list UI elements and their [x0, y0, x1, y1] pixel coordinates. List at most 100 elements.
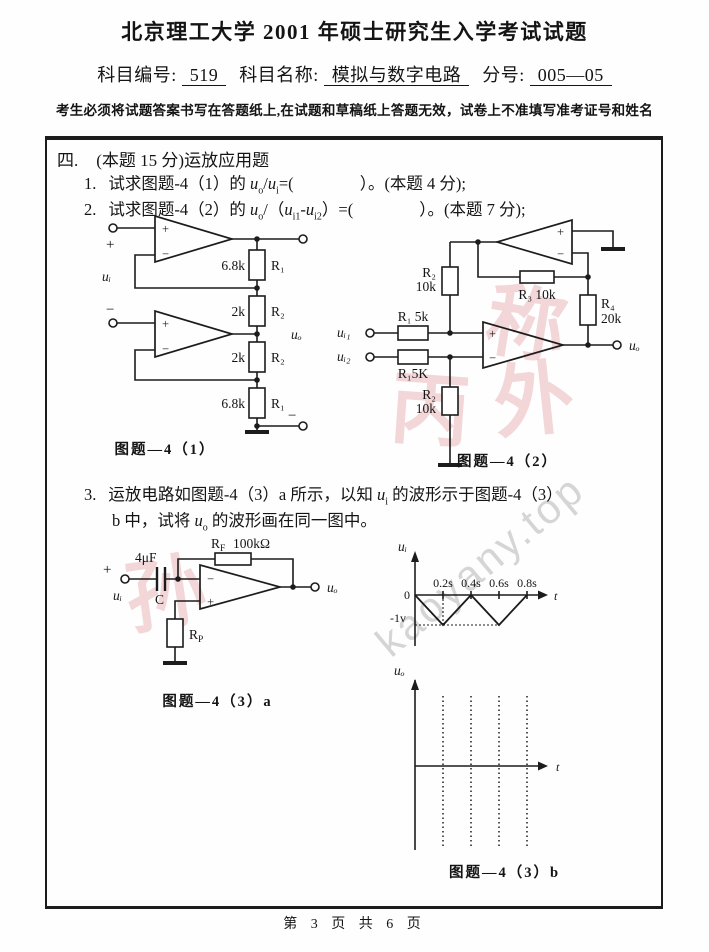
- resistor-r3: R₃ 10k: [518, 270, 556, 302]
- figure-4-2-circuit: + − + − R₂ 10k R₃ 10k R₄ 20k R₁ 5k R₁5: [337, 218, 640, 467]
- figure-4-3b-caption: 图题—4（3）b: [448, 865, 561, 881]
- tick-label: 0.6s: [489, 576, 509, 590]
- opamp-minus-input: −: [162, 247, 169, 261]
- resistor-name: R₁: [271, 258, 285, 273]
- node: [585, 342, 591, 348]
- resistor-r2-lower: 2k R₂: [232, 341, 285, 373]
- subject-name-label: 科目名称:: [239, 65, 319, 85]
- var-sub: o: [202, 522, 208, 534]
- input-polarity-plus: +: [106, 237, 114, 253]
- resistor-name: R₄: [601, 296, 615, 311]
- resistor-r1-bottom: 6.8k R₁: [221, 387, 285, 419]
- question-3-text: 的波形示于图题-4（3）: [387, 485, 563, 504]
- opamp-plus-input: +: [489, 327, 496, 341]
- tick-label: 0.2s: [433, 576, 453, 590]
- question-2: 2.试求图题-4（2）的 uo/（ui1-ui2）=( ）。(本题 7 分);: [84, 196, 526, 222]
- subject-no-value: 519: [181, 65, 227, 86]
- op-amp: − +: [199, 563, 284, 611]
- output-terminal-top: [298, 234, 308, 244]
- minus-1v-label: -1v: [390, 611, 406, 625]
- question-1-text: =(: [278, 174, 294, 193]
- resistor-r1-top: 6.8k R₁: [221, 249, 285, 281]
- exam-notice: 考生必须将试题答案书写在答题纸上,在试题和草稿纸上答题无效，试卷上不准填写准考证…: [55, 103, 654, 118]
- subject-no-label: 科目编号:: [97, 65, 177, 85]
- subject-line: 科目编号: 519 科目名称: 模拟与数字电路 分号: 005—05: [0, 61, 709, 87]
- resistor-name: R₁: [271, 396, 285, 411]
- question-2-text: -: [300, 200, 306, 219]
- figure-4-3a-circuit: 4μF C − + R F 100kΩ R P + uᵢ uₒ: [103, 536, 338, 665]
- resistor-value: 100kΩ: [233, 536, 270, 551]
- question-2-text: ）。(本题 7 分);: [419, 200, 526, 219]
- ground-symbol: [163, 661, 187, 665]
- ui-waveform-plot: 0.2s 0.4s 0.6s 0.8s uᵢ t 0 -1v: [390, 539, 558, 646]
- output-terminal-bottom: [298, 421, 308, 431]
- question-3-line-1: 3.运放电路如图题-4（3）a 所示，以知 ui 的波形示于图题-4（3）: [84, 481, 563, 507]
- resistor-name: R: [189, 627, 198, 642]
- resistor-label: R₃ 10k: [518, 287, 556, 302]
- question-2-text: ）=(: [321, 200, 354, 219]
- node: [447, 330, 453, 336]
- resistor-name: R₂: [422, 387, 436, 402]
- question-3-text: 的波形画在同一图中。: [207, 511, 377, 530]
- var-u: u: [267, 174, 277, 193]
- section-title: (本题 15 分)运放应用题: [96, 151, 270, 170]
- uo-t-axis-arrow: [538, 761, 548, 771]
- t-axis-label: t: [554, 589, 558, 603]
- ui1-label: uᵢ₁: [337, 325, 351, 340]
- section-heading: 四.(本题 15 分)运放应用题: [57, 146, 269, 171]
- input-terminal-minus: [108, 318, 118, 328]
- node: [290, 584, 296, 590]
- division-label: 分号:: [482, 65, 525, 85]
- tick-label: 0.8s: [517, 576, 537, 590]
- ui-y-axis-arrow: [411, 551, 419, 562]
- capacitor-name: C: [155, 592, 164, 607]
- uo-y-axis-arrow: [411, 679, 419, 690]
- resistor-rp: R P: [166, 618, 203, 648]
- resistor-value: 6.8k: [221, 396, 245, 411]
- figure-4-1-caption: 图题—4（1）: [114, 442, 216, 458]
- zero-label: 0: [404, 588, 410, 602]
- question-1-number: 1.: [84, 174, 97, 193]
- tick-label: 0.4s: [461, 576, 481, 590]
- question-1-text: ）。(本题 4 分);: [359, 174, 467, 193]
- var-u: u: [284, 200, 293, 219]
- var-sub: i2: [314, 211, 322, 223]
- resistor-name-sub: P: [198, 635, 203, 645]
- var-sub: i: [385, 496, 388, 508]
- input-terminal: [120, 574, 130, 584]
- triangle-wave: [414, 593, 528, 627]
- resistor-label: R₁ 5k: [398, 309, 429, 324]
- opamp-minus-input: −: [207, 572, 214, 586]
- input-polarity-minus: −: [106, 302, 114, 318]
- question-3-text: 运放电路如图题-4（3）a 所示，以知: [108, 485, 377, 504]
- resistor-name: R: [211, 536, 220, 551]
- resistor-value: 10k: [416, 401, 437, 416]
- uo-label: uₒ: [327, 580, 338, 595]
- node: [254, 285, 260, 291]
- node: [175, 576, 181, 582]
- resistor-value: 2k: [232, 350, 246, 365]
- resistor-r4: R₄ 20k: [579, 294, 622, 326]
- output-terminal: [310, 582, 320, 592]
- resistor-rf: R F 100kΩ: [211, 536, 270, 566]
- ui-label: uᵢ: [102, 269, 111, 284]
- figure-4-3b-waveforms: 0.2s 0.4s 0.6s 0.8s uᵢ t 0 -1v uₒ t: [390, 539, 560, 850]
- division-value: 005—05: [529, 65, 612, 86]
- question-2-number: 2.: [84, 200, 97, 219]
- node: [475, 239, 481, 245]
- resistor-r2-upper: 2k R₂: [232, 295, 285, 327]
- ground-symbol: [245, 430, 269, 434]
- ui2-terminal: [365, 352, 375, 362]
- question-2-text: 试求图题-4（2）的: [108, 200, 250, 219]
- opamp-minus-input: −: [162, 342, 169, 356]
- answer-blank: [294, 174, 360, 193]
- opamp-plus-input: +: [162, 222, 169, 236]
- node: [585, 274, 591, 280]
- node: [254, 377, 260, 383]
- var-u: u: [250, 174, 259, 193]
- resistor-value: 20k: [601, 311, 622, 326]
- question-3-line-2: b 中，试将 uo 的波形画在同一图中。: [112, 507, 377, 533]
- node: [254, 236, 260, 242]
- node: [254, 331, 260, 337]
- resistor-r2-bottom: R₂ 10k: [416, 386, 459, 416]
